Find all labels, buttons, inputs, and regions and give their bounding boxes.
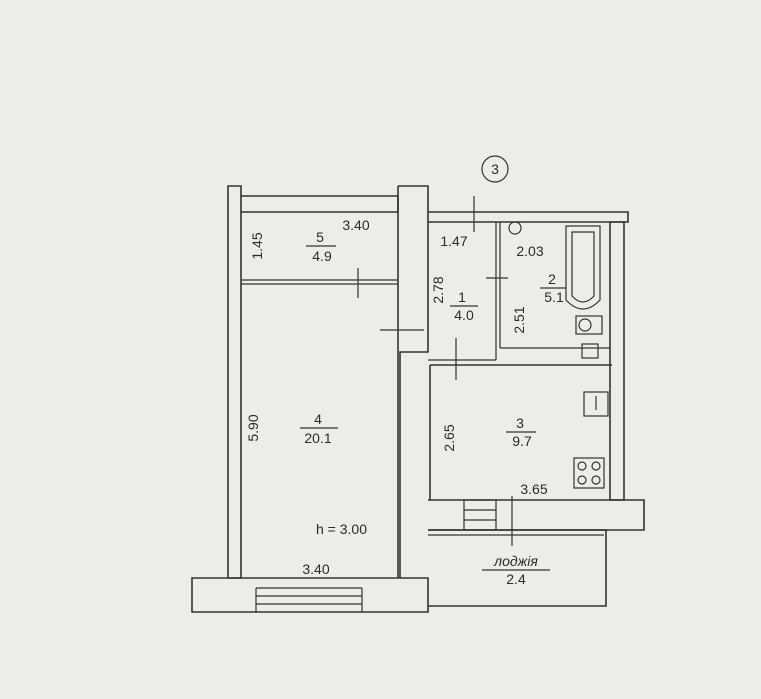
room-2-number: 2 [548,271,556,287]
dim-room1-depth: 2.78 [430,276,446,303]
room-1-number: 1 [458,289,466,305]
dim-room1-width: 1.47 [440,233,467,249]
room-5: 5 4.9 [306,229,336,264]
ceiling-height-label: h = 3.00 [316,521,367,537]
walls [191,155,645,613]
section-marker: 3 [491,161,499,177]
dim-room3-width: 3.65 [520,481,547,497]
room-5-number: 5 [316,229,324,245]
dim-room4-depth: 5.90 [245,414,261,441]
room-1-area: 4.0 [454,307,474,323]
room-3: 3 9.7 [506,415,536,449]
dim-room2-depth: 2.51 [511,306,527,333]
section-marker-label: 3 [491,161,499,177]
room-1: 1 4.0 [450,289,478,323]
room-3-area: 9.7 [512,433,532,449]
room-4-number: 4 [314,411,322,427]
loggia-name: лоджія [493,553,538,569]
loggia-area: 2.4 [506,571,526,587]
dim-room5-depth: 1.45 [249,232,265,259]
loggia: лоджія 2.4 [482,553,550,587]
dim-room2-width: 2.03 [516,243,543,259]
dim-room5-width: 3.40 [342,217,369,233]
room-4-area: 20.1 [304,430,331,446]
room-5-area: 4.9 [312,248,332,264]
dim-room3-depth: 2.65 [441,424,457,451]
dimension-labels: 3.40 1.45 5.90 3.40 1.47 2.78 2.03 2.51 … [245,217,548,577]
room-2-area: 5.1 [544,289,564,305]
room-2: 2 5.1 [540,271,566,305]
dim-room4-width: 3.40 [302,561,329,577]
room-3-number: 3 [516,415,524,431]
room-4: 4 20.1 [300,411,338,446]
